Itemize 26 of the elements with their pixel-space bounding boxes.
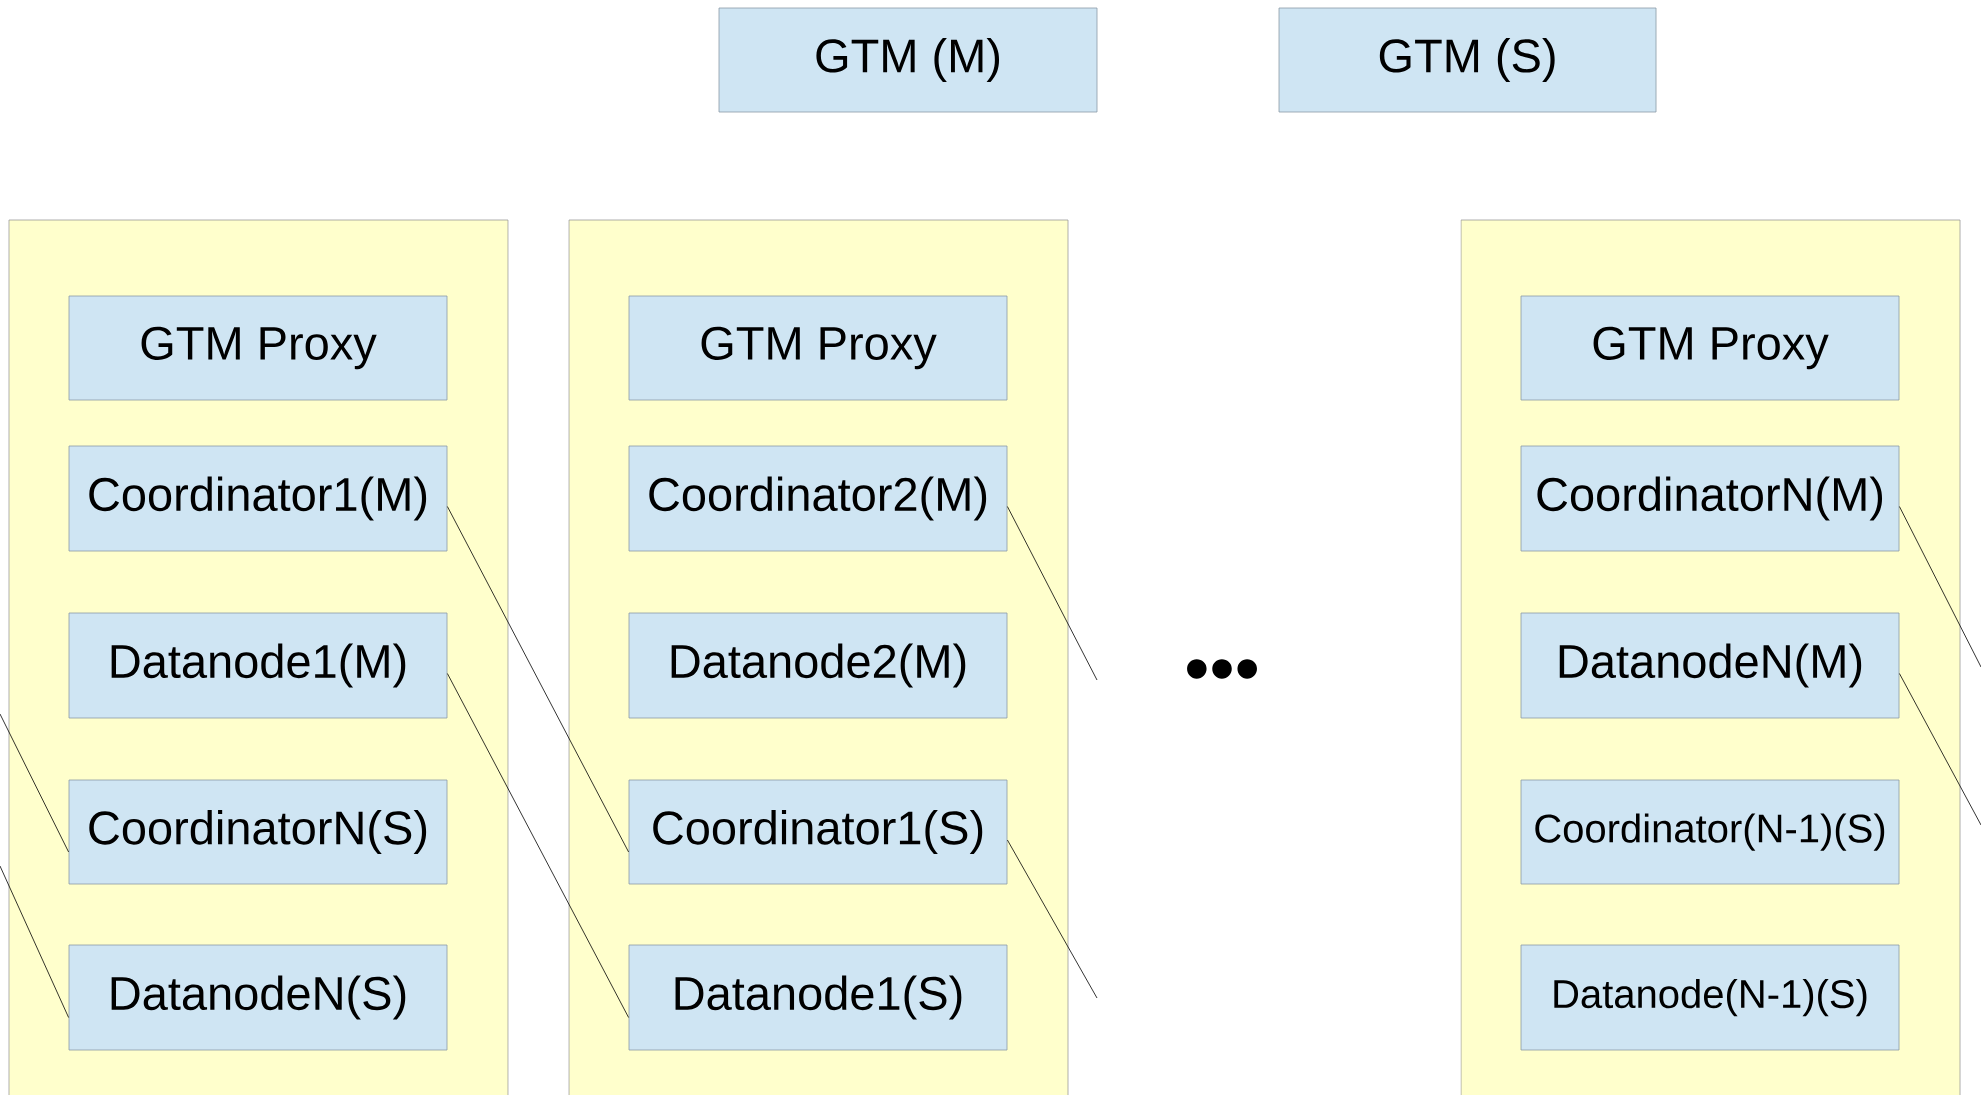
process-box: Coordinator1(M) [68,445,448,552]
process-box: DatanodeN(S) [68,944,448,1051]
ellipsis-mark: ••• [1187,659,1257,679]
process-box: Datanode(N-1)(S) [1520,944,1900,1051]
process-box: GTM (S) [1278,7,1657,113]
connector-line [1899,506,1981,668]
connector-line [1007,506,1098,681]
process-box: Coordinator1(S) [628,779,1008,885]
process-box: Datanode1(M) [68,612,448,719]
process-box: GTM Proxy [628,295,1008,401]
connector-line [1007,839,1098,999]
process-box: DatanodeN(M) [1520,612,1900,719]
process-box: Datanode1(S) [628,944,1008,1051]
connector-line [1899,673,1981,826]
process-box: GTM (M) [718,7,1098,113]
connector-line [0,865,69,1018]
process-box: GTM Proxy [68,295,448,401]
connector-line [0,713,69,853]
connector-line [447,673,629,1018]
process-box: Datanode2(M) [628,612,1008,719]
process-box: Coordinator(N-1)(S) [1520,779,1900,885]
process-box: Coordinator2(M) [628,445,1008,552]
process-box: CoordinatorN(M) [1520,445,1900,552]
process-box: GTM Proxy [1520,295,1900,401]
connector-line [447,506,629,853]
process-box: CoordinatorN(S) [68,779,448,885]
